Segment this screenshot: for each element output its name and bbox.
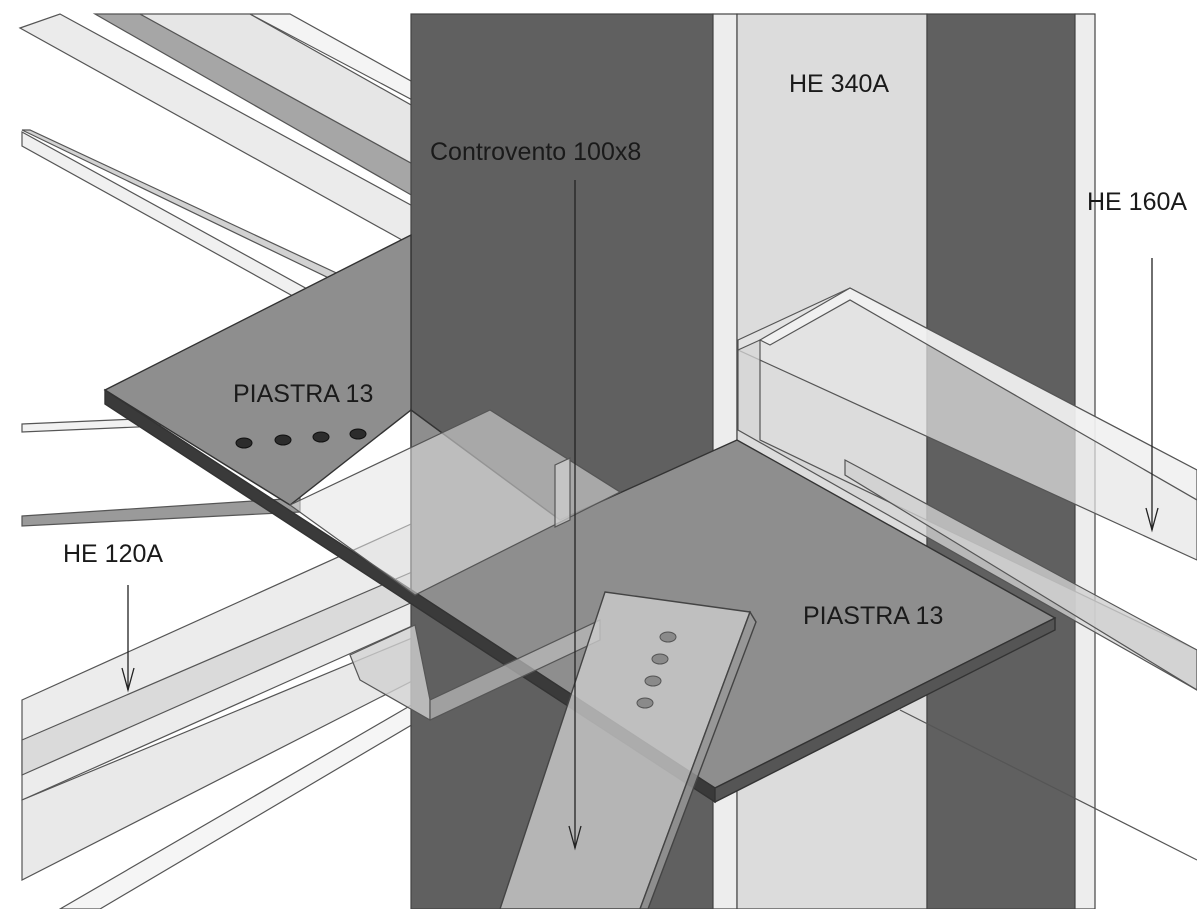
he160a-top-flange bbox=[737, 287, 1197, 561]
he160a-inner bbox=[758, 287, 1197, 501]
label-column: HE 340A bbox=[789, 70, 889, 98]
leader-arrows bbox=[121, 180, 1159, 851]
bolt-hole bbox=[349, 428, 367, 440]
bolt-hole bbox=[312, 431, 330, 443]
plate-edge-right bbox=[714, 616, 1056, 804]
label-plate-left: PIASTRA 13 bbox=[233, 380, 373, 408]
he160a-lower-line bbox=[899, 709, 1197, 861]
brace-controvento bbox=[499, 591, 757, 909]
beam-he160a bbox=[737, 287, 1197, 861]
bolt-hole bbox=[636, 697, 654, 709]
angle-top bbox=[288, 409, 622, 596]
label-brace: Controvento 100x8 bbox=[430, 138, 641, 166]
label-beam-right: HE 160A bbox=[1087, 188, 1187, 216]
label-plate-right: PIASTRA 13 bbox=[803, 602, 943, 630]
bolt-hole bbox=[659, 631, 677, 643]
brace-edge bbox=[639, 610, 757, 909]
he120a-leader-head bbox=[121, 667, 135, 693]
he160a-leader-head bbox=[1145, 507, 1159, 533]
label-beam-left: HE 120A bbox=[63, 540, 163, 568]
brace-leader-head bbox=[568, 825, 582, 851]
brace-body bbox=[499, 591, 751, 909]
bolt-hole bbox=[644, 675, 662, 687]
bolt-hole bbox=[651, 653, 669, 665]
angle-stub bbox=[554, 457, 571, 528]
left-plate-holes bbox=[235, 428, 367, 449]
he160a-bottom-flange bbox=[844, 459, 1197, 691]
bolt-hole bbox=[235, 437, 253, 449]
background-beams bbox=[18, 13, 421, 323]
bolt-hole bbox=[274, 434, 292, 446]
brace-holes bbox=[636, 631, 677, 709]
